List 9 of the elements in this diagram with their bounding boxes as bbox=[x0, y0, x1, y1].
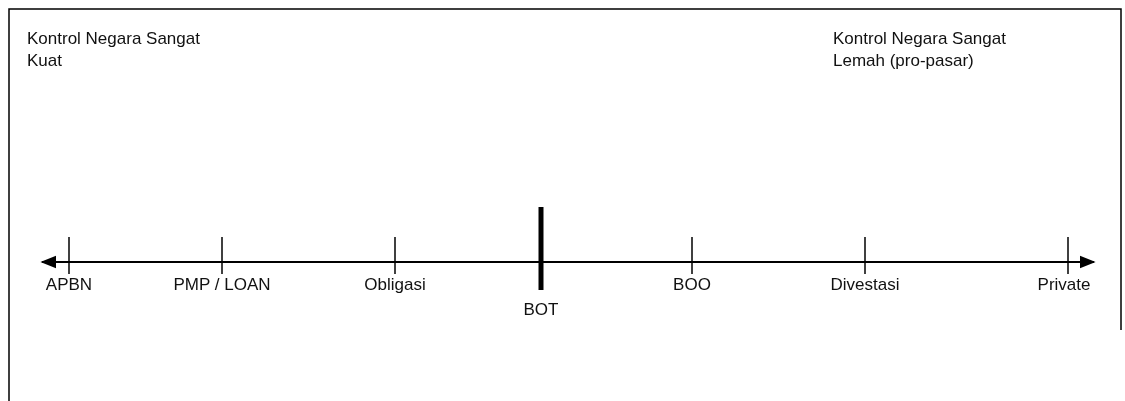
scale-label: Private bbox=[1037, 274, 1091, 296]
scale-label: APBN bbox=[45, 274, 93, 296]
end-label: Kontrol Negara Sangat Lemah (pro-pasar) bbox=[833, 28, 1007, 72]
scale-label: PMP / LOAN bbox=[173, 274, 271, 296]
scale-label: BOO bbox=[673, 274, 711, 296]
scale-label: BOT bbox=[523, 299, 559, 321]
scale-label: Divestasi bbox=[830, 274, 900, 296]
end-label: Kontrol Negara Sangat Kuat bbox=[27, 28, 201, 72]
scale-label: Obligasi bbox=[364, 274, 426, 296]
